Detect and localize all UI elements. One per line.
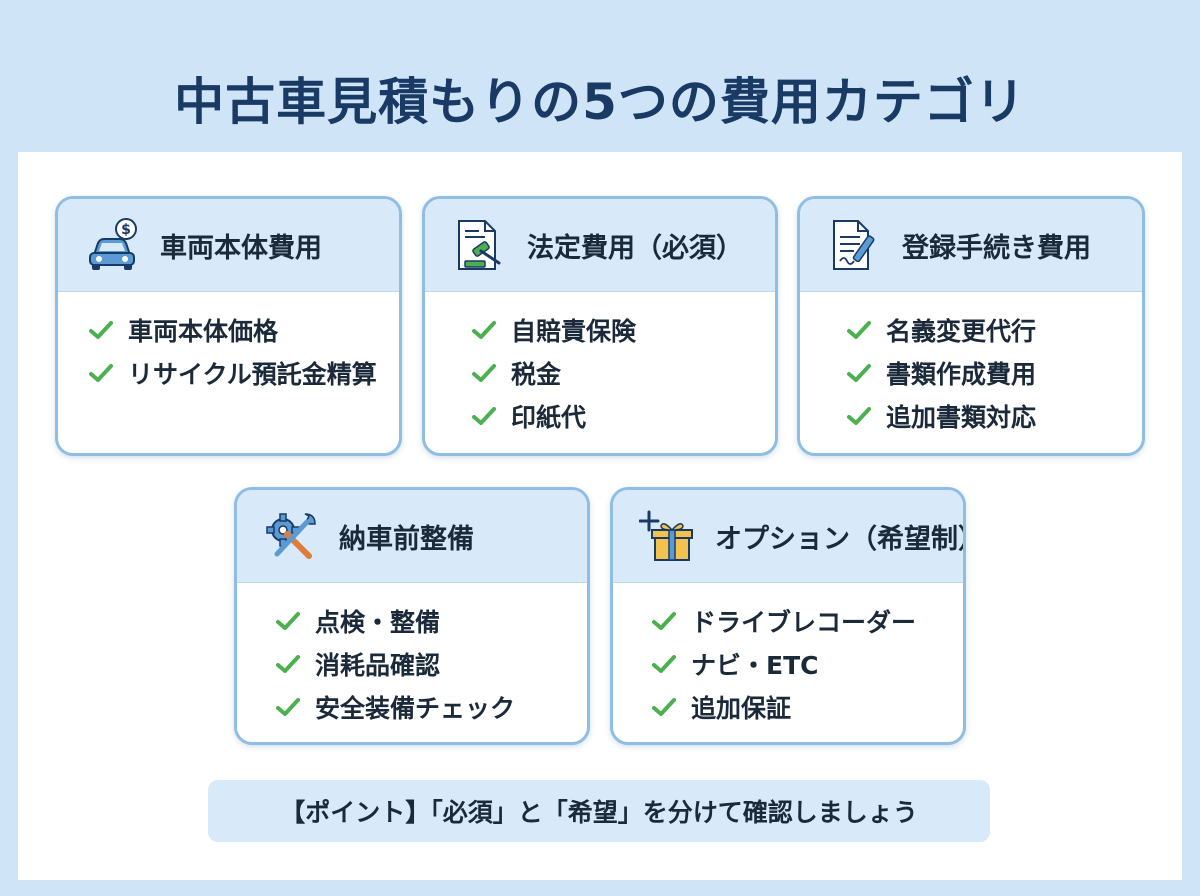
item-label: 書類作成費用 (886, 359, 1037, 389)
tip-banner: 【ポイント】「必須」と「希望」を分けて確認しましょう (208, 780, 990, 842)
card-title: 法定費用（必須） (527, 232, 743, 264)
check-icon (472, 406, 496, 425)
item-list: 車両本体価格 リサイクル預託金精算 (58, 292, 399, 394)
item-label: 追加書類対応 (886, 402, 1037, 432)
check-icon (276, 611, 300, 630)
item-label: 名義変更代行 (886, 316, 1037, 346)
card-options: オプション（希望制） ドライブレコーダー ナビ・ETC 追加保証 (610, 487, 966, 745)
list-item: ドライブレコーダー (651, 599, 963, 642)
card-header: 法定費用（必須） (425, 199, 775, 292)
check-icon (652, 611, 676, 630)
page-title: 中古車見積もりの5つの費用カテゴリ (174, 73, 1026, 131)
card-vehicle-price: $ 車両本体費用 車両本体価格 リサイクル預託金精算 (55, 196, 402, 456)
item-list: 点検・整備 消耗品確認 安全装備チェック (237, 583, 587, 728)
list-item: 消耗品確認 (275, 642, 587, 685)
list-item: リサイクル預託金精算 (88, 351, 399, 394)
gavel-document-icon (458, 220, 501, 270)
check-icon (89, 320, 113, 339)
card-pre-delivery-maintenance: 納車前整備 点検・整備 消耗品確認 安全装備チェック (234, 487, 590, 745)
gift-plus-icon (639, 510, 693, 561)
svg-text:$: $ (121, 222, 131, 238)
document-pen-icon (833, 220, 875, 270)
check-icon (276, 654, 300, 673)
check-icon (472, 320, 496, 339)
card-title: 納車前整備 (339, 523, 474, 555)
list-item: 自賠責保険 (471, 308, 775, 351)
list-item: 追加書類対応 (846, 394, 1142, 437)
check-icon (847, 406, 871, 425)
item-label: 追加保証 (691, 693, 792, 723)
item-label: 税金 (511, 359, 562, 389)
check-icon (847, 363, 871, 382)
item-label: 車両本体価格 (128, 316, 279, 346)
list-item: 税金 (471, 351, 775, 394)
list-item: 追加保証 (651, 685, 963, 728)
item-label: 安全装備チェック (315, 693, 516, 723)
list-item: 点検・整備 (275, 599, 587, 642)
check-icon (652, 654, 676, 673)
list-item: 書類作成費用 (846, 351, 1142, 394)
item-label: 消耗品確認 (315, 650, 441, 680)
list-item: 名義変更代行 (846, 308, 1142, 351)
card-header: 納車前整備 (237, 490, 587, 583)
card-registration-fees: 登録手続き費用 名義変更代行 書類作成費用 追加書類対応 (797, 196, 1145, 456)
item-label: ナビ・ETC (691, 650, 819, 680)
check-icon (472, 363, 496, 382)
wrench-gear-icon (266, 513, 316, 559)
card-title: オプション（希望制） (715, 523, 966, 555)
list-item: 車両本体価格 (88, 308, 399, 351)
item-list: 名義変更代行 書類作成費用 追加書類対応 (800, 292, 1142, 437)
list-item: 印紙代 (471, 394, 775, 437)
card-legal-fees: 法定費用（必須） 自賠責保険 税金 印紙代 (422, 196, 778, 456)
item-list: 自賠責保険 税金 印紙代 (425, 292, 775, 437)
card-header: $ 車両本体費用 (58, 199, 399, 292)
item-label: 自賠責保険 (511, 316, 637, 346)
check-icon (89, 363, 113, 382)
check-icon (847, 320, 871, 339)
check-icon (276, 697, 300, 716)
list-item: 安全装備チェック (275, 685, 587, 728)
check-icon (652, 697, 676, 716)
card-header: オプション（希望制） (613, 490, 963, 583)
card-title: 登録手続き費用 (902, 232, 1091, 264)
card-header: 登録手続き費用 (800, 199, 1142, 292)
car-price-icon: $ (89, 218, 137, 270)
item-label: リサイクル預託金精算 (128, 359, 377, 389)
list-item: ナビ・ETC (651, 642, 963, 685)
item-label: ドライブレコーダー (691, 607, 917, 637)
card-title: 車両本体費用 (160, 232, 322, 264)
item-list: ドライブレコーダー ナビ・ETC 追加保証 (613, 583, 963, 728)
item-label: 点検・整備 (315, 607, 441, 637)
item-label: 印紙代 (511, 402, 587, 432)
